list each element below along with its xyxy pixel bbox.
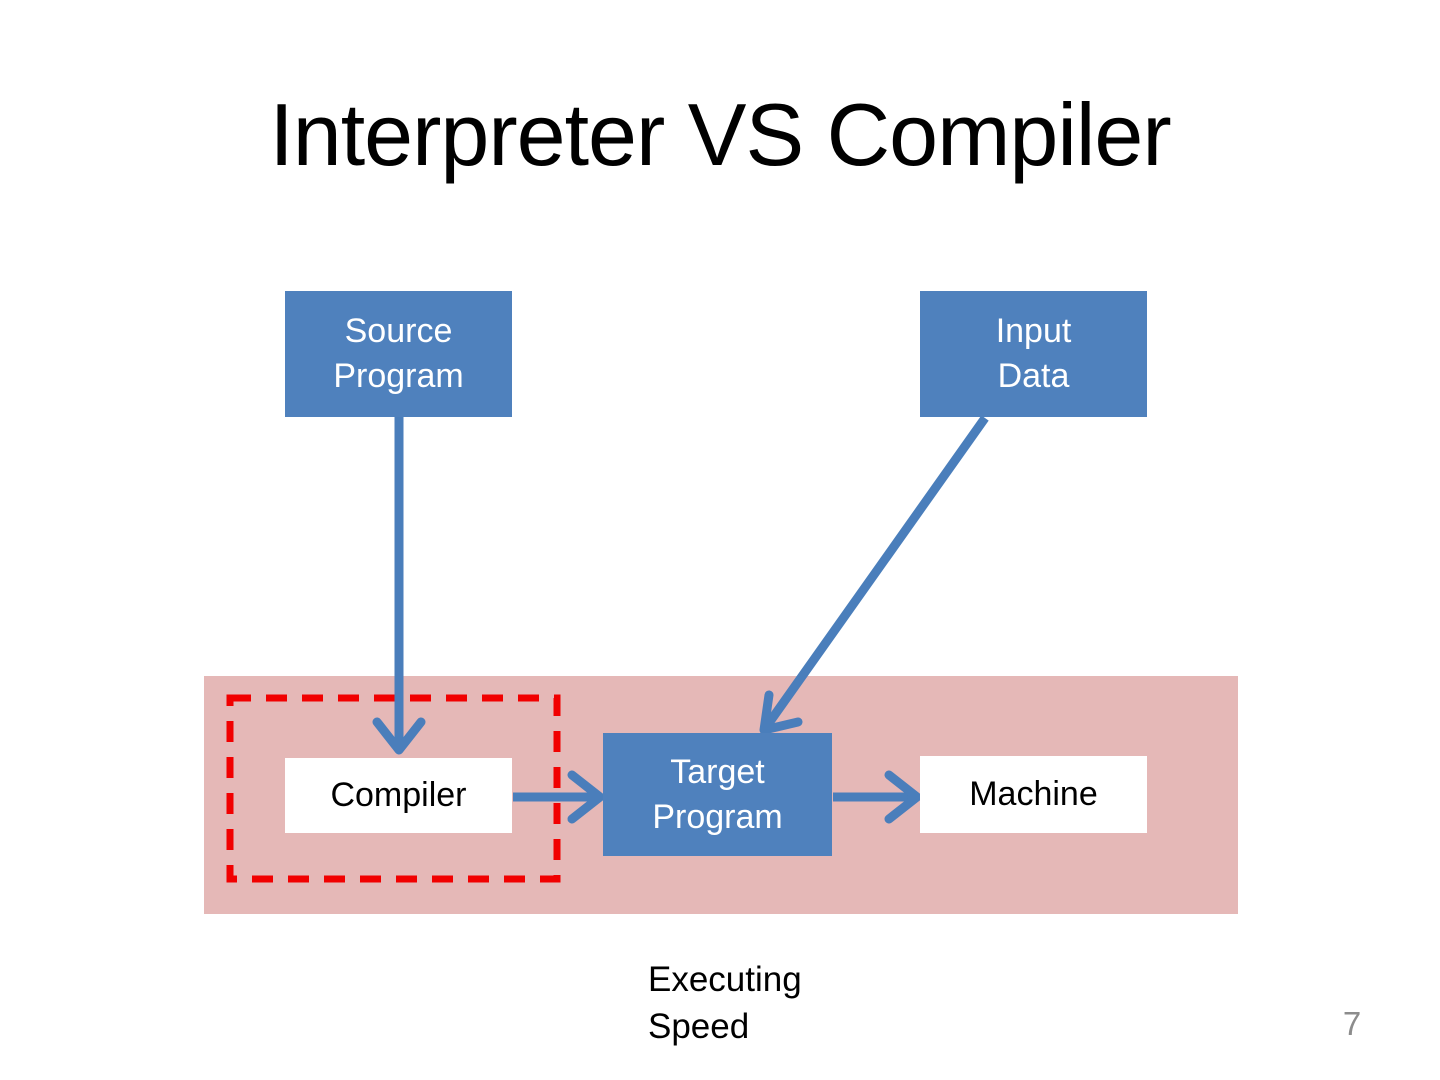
node-compiler: Compiler	[285, 758, 512, 833]
node-input-data-line1: Input	[995, 312, 1072, 350]
node-source-program-line2: Program	[333, 357, 464, 395]
executing-speed-caption-line1: Executing	[648, 960, 802, 999]
slide-title: Interpreter VS Compiler	[269, 85, 1171, 184]
node-input-data: Input Data	[920, 291, 1147, 417]
executing-speed-caption: Executing Speed	[648, 956, 802, 1050]
node-machine: Machine	[920, 756, 1147, 833]
node-input-data-line2: Data	[997, 357, 1070, 395]
node-source-program-line1: Source	[344, 312, 453, 350]
node-machine-label: Machine	[969, 775, 1098, 813]
node-target-program: Target Program	[603, 733, 832, 856]
node-compiler-label: Compiler	[330, 776, 467, 814]
executing-speed-caption-line2: Speed	[648, 1007, 750, 1046]
node-target-program-line1: Target	[670, 752, 765, 791]
page-number: 7	[1342, 1005, 1362, 1042]
node-source-program: Source Program	[285, 291, 512, 417]
node-target-program-line2: Program	[652, 797, 783, 836]
